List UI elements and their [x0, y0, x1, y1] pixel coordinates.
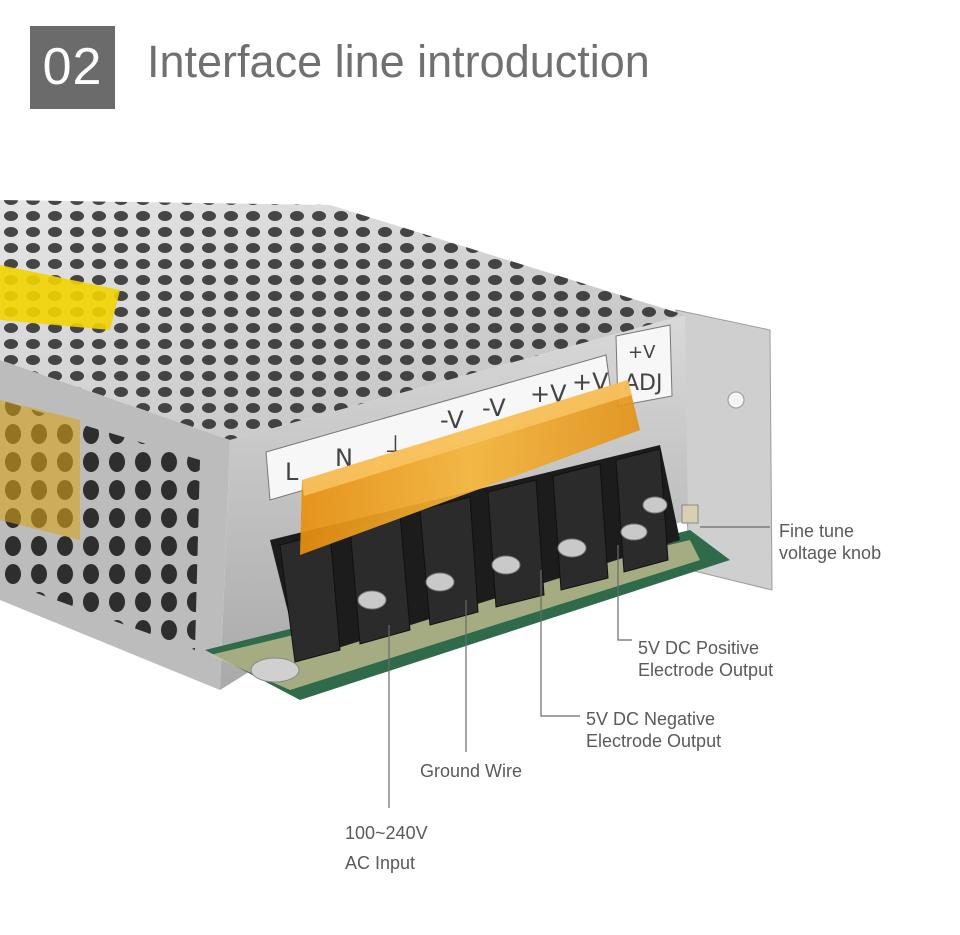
ac-input-label: 100~240V AC Input — [345, 823, 428, 873]
svg-text:N: N — [335, 444, 353, 472]
step-number-badge: 02 — [30, 26, 115, 109]
svg-text:-V: -V — [482, 394, 506, 422]
svg-text:-V: -V — [440, 406, 464, 434]
svg-text:+V: +V — [628, 342, 656, 363]
fine-tune-knob-label: Fine tune voltage knob — [779, 521, 882, 563]
ground-wire-label: Ground Wire — [420, 761, 523, 781]
page-title: Interface line introduction — [147, 36, 650, 87]
svg-text:L: L — [285, 458, 299, 486]
dc-negative-output-label: 5V DC Negative Electrode Output — [586, 709, 722, 751]
dc-positive-output-label: 5V DC Positive Electrode Output — [638, 638, 774, 680]
